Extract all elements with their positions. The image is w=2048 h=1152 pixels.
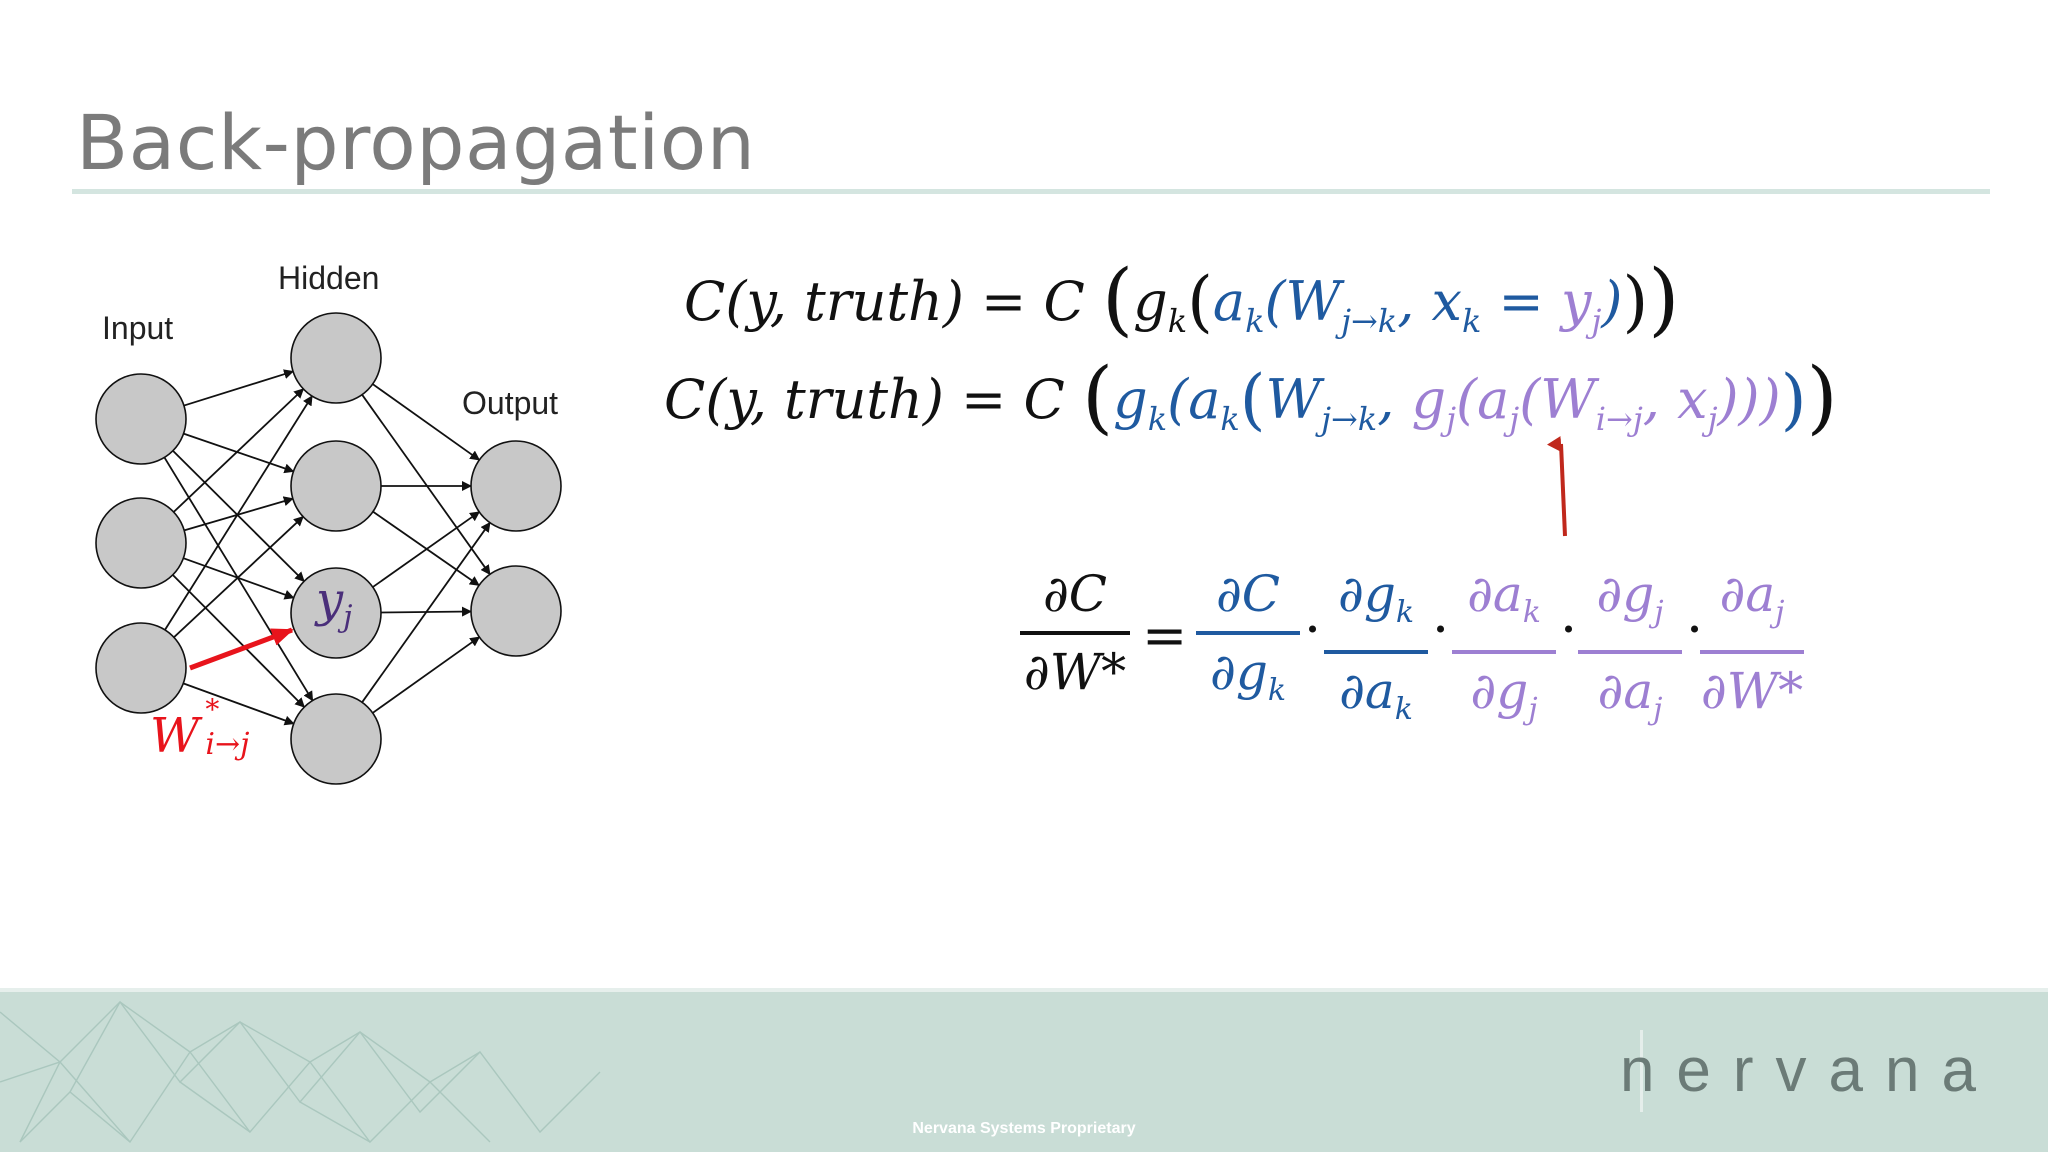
cost-equation-line-2: C(y, truth) = C (gk(ak(Wj→k, gj(aj(Wi→j,… bbox=[664, 350, 1838, 443]
connection-edge bbox=[372, 510, 480, 587]
multiplication-dot: · bbox=[1560, 598, 1578, 661]
chain-rule-term-fraction: ∂gj∂aj bbox=[1578, 563, 1682, 741]
connection-edge bbox=[183, 557, 295, 600]
connection-edge bbox=[172, 574, 305, 708]
multiplication-dot: · bbox=[1432, 598, 1450, 661]
connection-edge bbox=[183, 432, 295, 474]
chain-rule-term-fraction: ∂aj∂W* bbox=[1700, 565, 1804, 720]
footer-separator bbox=[0, 988, 2048, 992]
weight-label: W*i→j bbox=[150, 693, 250, 764]
highlighted-weight-arrow bbox=[189, 627, 294, 671]
output-node bbox=[470, 565, 562, 657]
multiplication-dot: · bbox=[1686, 598, 1704, 661]
output-node bbox=[470, 440, 562, 532]
input-node bbox=[95, 497, 187, 589]
input-layer-label: Input bbox=[102, 310, 174, 346]
chain-rule-equals: = bbox=[1142, 604, 1188, 667]
multiplication-dot: · bbox=[1304, 598, 1322, 661]
output-layer-label: Output bbox=[462, 385, 559, 421]
chain-rule-term-fraction: ∂C∂gk bbox=[1196, 563, 1300, 722]
connection-edge bbox=[380, 606, 473, 617]
node-yj-label: yj bbox=[316, 572, 353, 635]
hidden-node bbox=[290, 440, 382, 532]
connection-edge bbox=[172, 450, 305, 582]
chain-rule-lhs-fraction: ∂C ∂W* bbox=[1020, 563, 1130, 703]
connection-edge bbox=[372, 636, 481, 714]
hidden-layer-label: Hidden bbox=[278, 260, 380, 296]
network-pattern-graphic bbox=[0, 1000, 601, 1144]
connection-edge bbox=[372, 511, 481, 588]
hidden-node bbox=[290, 312, 382, 404]
input-node bbox=[95, 622, 187, 714]
connection-edge bbox=[183, 369, 295, 407]
footer-band bbox=[0, 992, 2048, 1152]
proprietary-notice: Nervana Systems Proprietary bbox=[912, 1120, 1136, 1137]
connection-edge bbox=[164, 395, 313, 631]
chain-rule-term-fraction: ∂gk∂ak bbox=[1324, 563, 1428, 741]
hidden-node bbox=[290, 693, 382, 785]
connection-edge bbox=[361, 521, 491, 703]
cost-equation-line-1: C(y, truth) = C (gk(ak(Wj→k, xk = yj))) bbox=[684, 252, 1680, 345]
chain-rule-term-fraction: ∂ak∂gj bbox=[1452, 563, 1556, 741]
connection-edge bbox=[163, 456, 314, 702]
title-underline bbox=[72, 189, 1990, 194]
slide-title: Back-propagation bbox=[76, 98, 756, 187]
nervana-logo: nervana bbox=[1619, 1036, 1998, 1105]
input-node bbox=[95, 373, 187, 465]
connection-edge bbox=[182, 682, 295, 726]
connection-edge bbox=[183, 496, 294, 532]
connection-edge bbox=[173, 516, 304, 638]
connection-edge bbox=[173, 388, 305, 513]
pointer-arrow bbox=[1547, 436, 1567, 537]
footer-divider bbox=[1640, 1030, 1643, 1112]
